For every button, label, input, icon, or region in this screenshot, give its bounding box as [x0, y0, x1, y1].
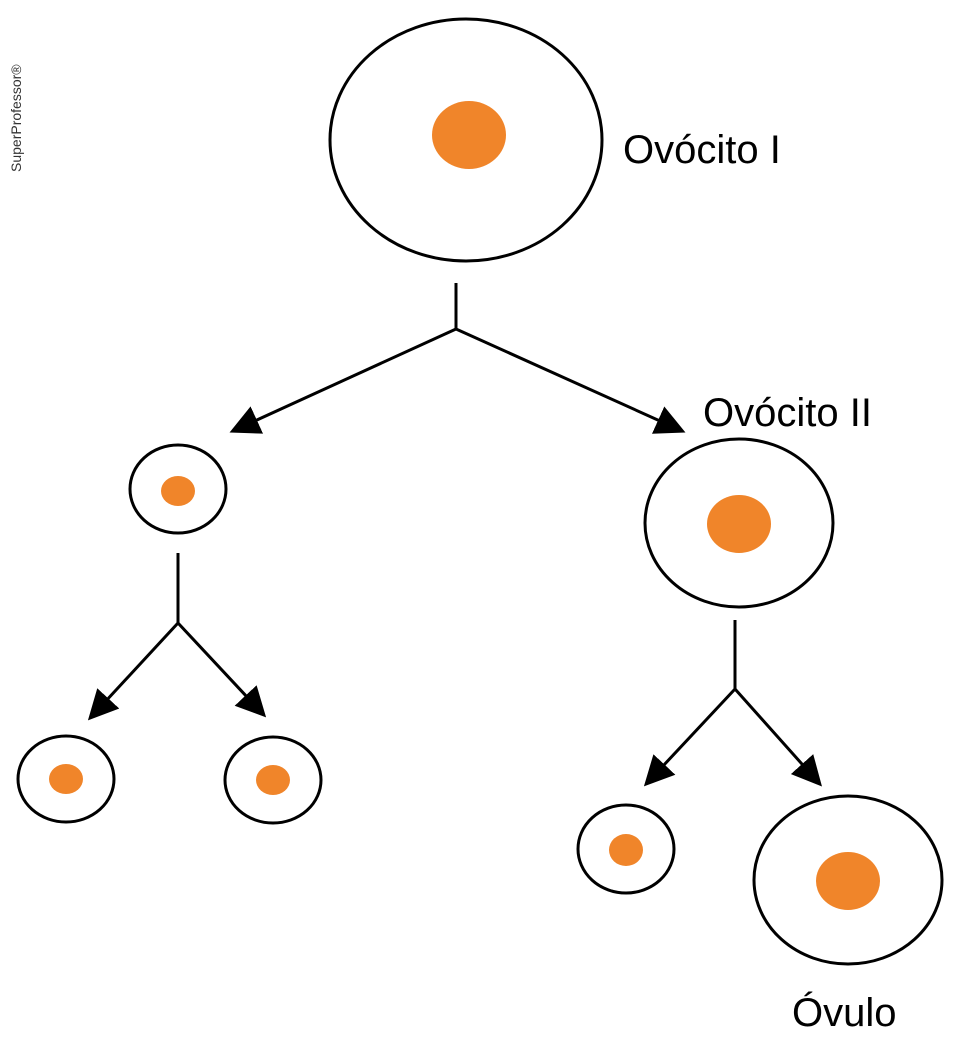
polar-body-middle	[223, 735, 323, 825]
oocyte-1-nucleus	[432, 101, 506, 169]
second-polar-body	[576, 803, 676, 895]
ovum-label: Óvulo	[792, 990, 897, 1035]
polar-body-left	[16, 734, 116, 824]
ovum-cell	[752, 794, 944, 966]
oocyte-2-division-arrows	[643, 620, 822, 787]
oocyte-1-cell	[328, 17, 604, 263]
first-division-arrows	[229, 283, 686, 434]
first-polar-body	[128, 443, 228, 535]
polar-body-division-arrows	[87, 553, 267, 721]
oocyte-2-label: Ovócito II	[703, 391, 872, 435]
oocyte-2-cell	[643, 437, 835, 609]
oocyte-1-label: Ovócito I	[623, 128, 781, 172]
